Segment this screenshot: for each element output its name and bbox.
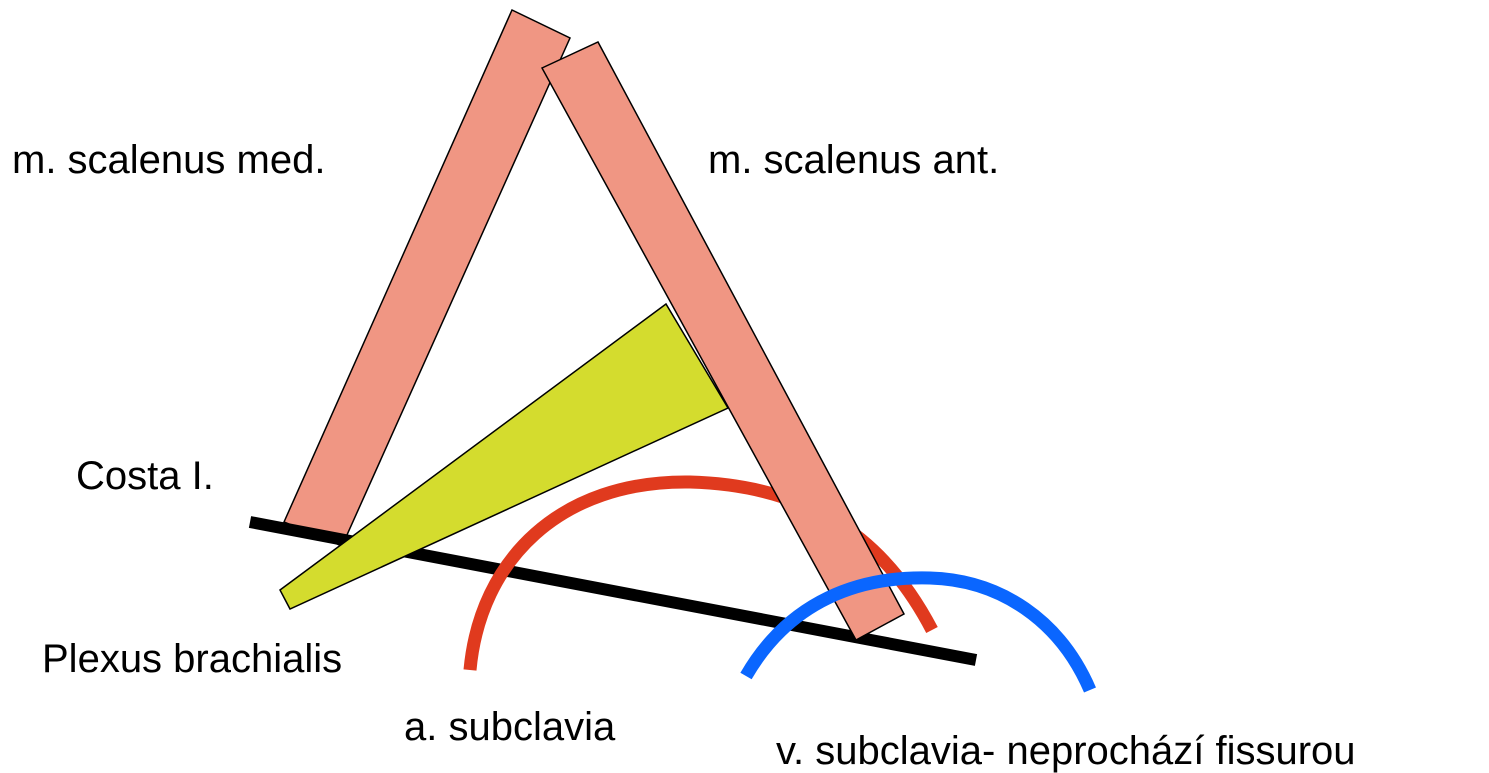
plexus-brachialis-wedge [279,302,730,610]
label-costa: Costa I. [76,454,214,498]
label-arteria-subclavia: a. subclavia [404,705,616,749]
label-scalenus-anterior: m. scalenus ant. [708,138,1000,182]
label-scalenus-medius: m. scalenus med. [12,138,326,182]
vena-subclavia-arc [740,571,1096,693]
label-vena-subclavia: v. subclavia- neprochází fissurou [776,729,1356,773]
arteria-subclavia-arc [463,475,938,671]
label-plexus-brachialis: Plexus brachialis [42,637,343,681]
scalenus-anterior-muscle [540,41,906,642]
